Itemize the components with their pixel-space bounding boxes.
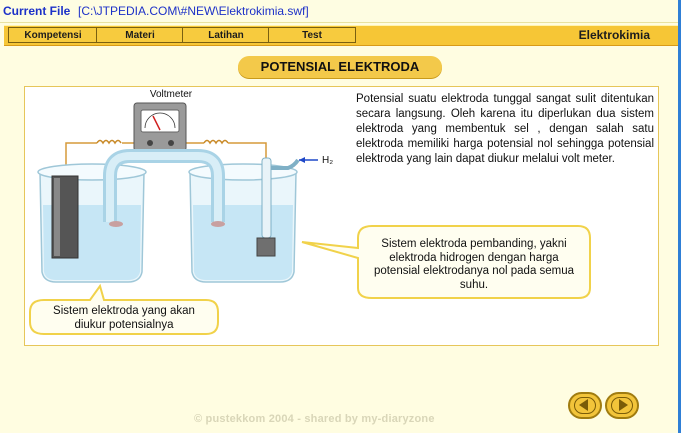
topic-title: Elektrokimia xyxy=(578,28,650,42)
file-path: [C:\JTPEDIA.COM\#NEW\Elektrokimia.swf] xyxy=(78,4,309,18)
reference-electrode-callout: Sistem elektroda pembanding, yakni elekt… xyxy=(373,238,575,291)
tab-test[interactable]: Test xyxy=(268,27,356,43)
arrow-right-icon xyxy=(619,399,628,411)
voltmeter-label: Voltmeter xyxy=(150,89,193,100)
right-wire xyxy=(228,142,267,162)
explanation-paragraph: Potensial suatu elektroda tunggal sangat… xyxy=(356,93,654,165)
voltmeter-dial xyxy=(140,109,180,133)
current-file-label: Current File xyxy=(3,4,71,18)
measured-electrode-callout: Sistem elektroda yang akan diukur potens… xyxy=(53,305,195,331)
nav-bar: Kompetensi Materi Latihan Test Elektroki… xyxy=(4,25,678,46)
hydrogen-electrode-tube xyxy=(261,157,272,239)
arrow-left-icon xyxy=(579,399,588,411)
section-title: POTENSIAL ELEKTRODA xyxy=(238,56,442,78)
reference-callout-bubble xyxy=(301,225,591,299)
platinum-plate xyxy=(256,237,276,257)
tab-materi[interactable]: Materi xyxy=(96,27,184,43)
next-button[interactable] xyxy=(605,392,639,419)
previous-button[interactable] xyxy=(568,392,602,419)
measured-callout-bubble xyxy=(29,283,219,335)
window-edge xyxy=(678,0,681,433)
right-solution xyxy=(193,205,293,280)
footer-credit: © pustekkom 2004 - shared by my-diaryzon… xyxy=(194,413,435,425)
left-coil xyxy=(96,139,122,145)
title-bar: Current File [C:\JTPEDIA.COM\#NEW\Elektr… xyxy=(0,0,681,23)
right-coil xyxy=(203,139,229,145)
voltmeter-needle xyxy=(152,115,161,131)
h2-label: H₂ xyxy=(322,155,333,166)
